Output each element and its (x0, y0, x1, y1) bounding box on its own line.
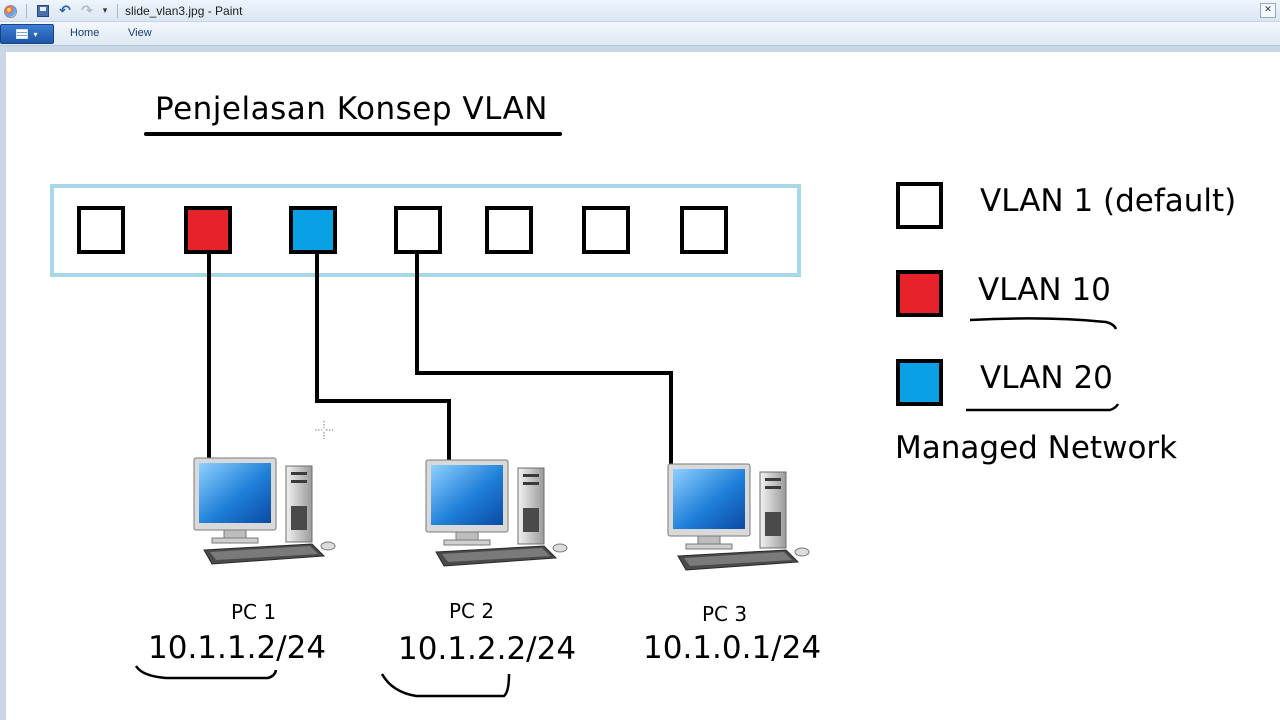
legend-swatch-vlan20 (896, 359, 943, 406)
switch-ports (77, 206, 728, 254)
title-bar: ↶ ↷ ▾ slide_vlan3.jpg - Paint ✕ (0, 0, 1280, 22)
pc1-name: PC 1 (231, 600, 277, 624)
close-icon: ✕ (1264, 5, 1272, 15)
toolbar-separator (26, 4, 27, 18)
redo-icon: ↷ (81, 3, 93, 19)
legend-label-vlan20: VLAN 20 (980, 360, 1113, 396)
undo-button[interactable]: ↶ (56, 3, 74, 19)
ribbon: ▾ Home View (0, 22, 1280, 46)
customize-quick-access-button[interactable]: ▾ (98, 3, 112, 19)
redo-button[interactable]: ↷ (78, 3, 96, 19)
switch-port-5 (485, 206, 533, 254)
pc3-name: PC 3 (702, 602, 748, 626)
switch-port-1 (77, 206, 125, 254)
switch-port-4 (394, 206, 442, 254)
toolbar-separator (117, 4, 118, 18)
slide-title: Penjelasan Konsep VLAN (155, 91, 548, 127)
tab-view[interactable]: View (128, 27, 152, 39)
title-underline (144, 132, 562, 136)
bracket-pc2-ip (380, 673, 511, 698)
pc1-computer-icon (193, 457, 336, 565)
undo-icon: ↶ (59, 3, 71, 19)
slide-drawing (50, 182, 1120, 698)
switch-port-6 (582, 206, 630, 254)
close-button[interactable]: ✕ (1260, 3, 1276, 18)
crosshair-cursor-icon (315, 421, 333, 439)
pc2-name: PC 2 (449, 599, 495, 623)
paint-app-icon[interactable] (2, 3, 18, 19)
underline-vlan20 (966, 403, 1120, 412)
chevron-down-icon: ▾ (102, 6, 108, 16)
save-button[interactable] (35, 3, 51, 19)
switch-port-3 (289, 206, 337, 254)
cable-pc2 (315, 252, 451, 466)
legend-label-vlan10: VLAN 10 (978, 272, 1111, 308)
underline-vlan10 (969, 317, 1118, 330)
canvas-workspace[interactable]: Penjelasan Konsep VLAN VLAN 1 (default) … (0, 46, 1280, 720)
save-icon (37, 5, 49, 17)
switch-port-2 (184, 206, 232, 254)
window-title: slide_vlan3.jpg - Paint (125, 4, 243, 18)
managed-network-label: Managed Network (895, 430, 1178, 466)
pc1-ip: 10.1.1.2/24 (148, 630, 327, 666)
switch-port-7 (680, 206, 728, 254)
chevron-down-icon: ▾ (33, 29, 38, 39)
pc3-ip: 10.1.0.1/24 (643, 630, 822, 666)
paint-menu-button[interactable]: ▾ (0, 24, 54, 44)
tab-home[interactable]: Home (70, 27, 100, 39)
menu-icon (16, 29, 29, 39)
pc2-ip: 10.1.2.2/24 (398, 631, 577, 667)
pc3-computer-icon (667, 463, 810, 571)
legend-label-vlan1: VLAN 1 (default) (980, 183, 1237, 219)
drawing-canvas[interactable]: Penjelasan Konsep VLAN VLAN 1 (default) … (6, 52, 1280, 720)
pc2-computer-icon (425, 459, 568, 567)
legend-swatch-vlan1 (896, 182, 943, 229)
cable-pc3 (415, 252, 673, 470)
legend-swatch-vlan10 (896, 270, 943, 317)
bracket-pc1-ip (134, 665, 278, 680)
